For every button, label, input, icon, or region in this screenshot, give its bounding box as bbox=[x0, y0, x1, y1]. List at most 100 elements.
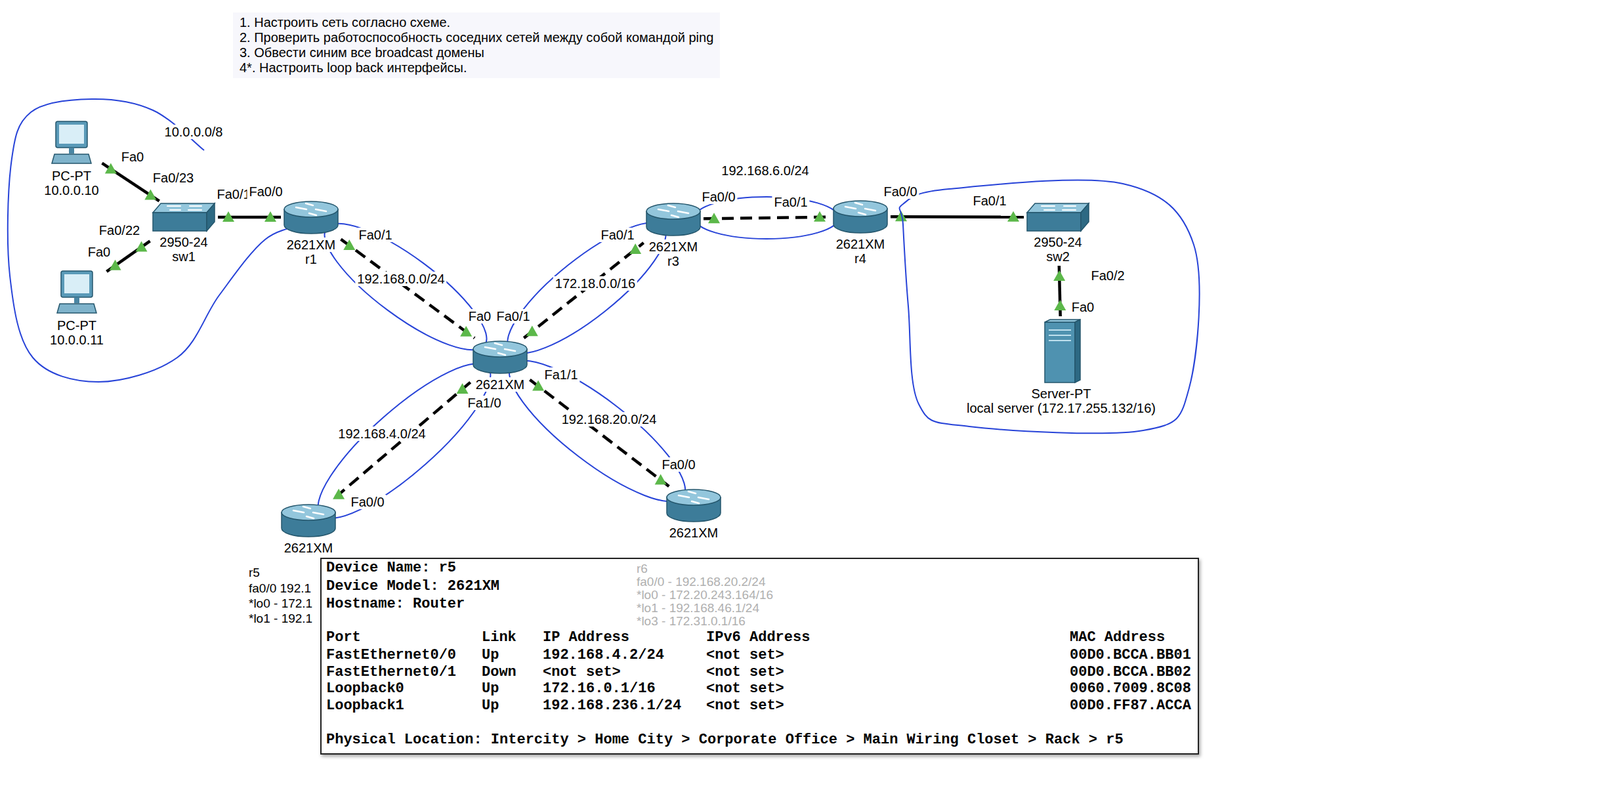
network-address: 192.168.4.0/24 bbox=[336, 426, 428, 442]
pc-base bbox=[51, 154, 92, 164]
link-light bbox=[460, 326, 472, 337]
config-note: *lo0 - 172.20.243.164/16 bbox=[634, 588, 776, 602]
switch-side bbox=[206, 203, 215, 232]
link-light bbox=[708, 212, 720, 224]
device-label: 10.0.0.10 bbox=[42, 183, 100, 198]
link-light bbox=[135, 241, 148, 253]
info-line: Physical Location: Intercity > Home City… bbox=[326, 732, 1124, 749]
port-label: Fa0/1 bbox=[970, 193, 1009, 209]
info-line: Device Model: 2621XM bbox=[326, 578, 500, 595]
device-label: 2621XM bbox=[834, 236, 887, 252]
switch-top bbox=[152, 203, 215, 213]
port-label: Fa0/22 bbox=[97, 223, 142, 238]
domain-outline bbox=[309, 204, 503, 370]
config-note: r5 bbox=[246, 565, 262, 580]
table-cell: Up bbox=[481, 698, 499, 715]
device-label: PC-PT bbox=[50, 168, 93, 184]
device-label: local server (172.17.255.132/16) bbox=[965, 400, 1158, 416]
device-label: sw1 bbox=[170, 249, 197, 264]
switch-icon bbox=[151, 202, 216, 233]
network-address: 192.168.6.0/24 bbox=[719, 163, 811, 178]
table-cell: <not set> bbox=[706, 647, 785, 664]
network-device: 2621XMr4 bbox=[832, 198, 889, 266]
table-cell: 00D0.BCCA.BB01 bbox=[1069, 647, 1192, 664]
link-light bbox=[332, 488, 345, 500]
router-arrows bbox=[658, 205, 689, 218]
port-label: Fa0/1 bbox=[598, 227, 636, 243]
link-light bbox=[526, 325, 539, 337]
switch-top bbox=[1027, 203, 1089, 213]
table-cell: <not set> bbox=[706, 698, 785, 715]
table-header: MAC Address bbox=[1069, 630, 1165, 646]
router-top bbox=[833, 200, 888, 217]
config-note: *lo1 - 192.1 bbox=[246, 611, 315, 626]
network-device: 2621XMr1 bbox=[282, 199, 340, 267]
device-label-stack: 2621XMr3 bbox=[647, 239, 700, 269]
device-label: 2950-24 bbox=[1032, 234, 1083, 250]
monitor-frame bbox=[61, 271, 93, 298]
config-note: fa0/0 192.1 bbox=[246, 581, 314, 596]
port-label: Fa0/23 bbox=[150, 170, 196, 186]
router-arrows bbox=[845, 202, 876, 215]
device-label: 2950-24 bbox=[158, 234, 209, 250]
monitor-screen bbox=[64, 274, 90, 294]
port-label: Fa1/0 bbox=[465, 395, 503, 411]
monitor-screen bbox=[59, 124, 85, 144]
table-cell: Down bbox=[481, 664, 517, 681]
switch-front bbox=[152, 212, 207, 232]
router-icon bbox=[665, 487, 722, 524]
link-light bbox=[109, 259, 122, 271]
server-side bbox=[1074, 319, 1081, 383]
config-note: r6 bbox=[634, 561, 650, 576]
device-label: Server-PT bbox=[1029, 386, 1093, 401]
switch-icon bbox=[1025, 202, 1091, 233]
port-label: Fa0/0 bbox=[348, 494, 386, 510]
task-note: 1. Настроить сеть согласно схеме.2. Пров… bbox=[232, 12, 720, 79]
table-cell: 0060.7009.8C08 bbox=[1069, 681, 1192, 697]
table-cell: FastEthernet0/1 bbox=[326, 664, 457, 681]
straight-cable bbox=[106, 240, 150, 272]
table-cell: 00D0.FF87.ACCA bbox=[1069, 698, 1192, 715]
task-line: 4*. Настроить loop back интерфейсы. bbox=[239, 60, 714, 76]
port-label: Fa0/0 bbox=[659, 457, 697, 472]
task-line: 2. Проверить работоспособность соседних … bbox=[239, 30, 714, 46]
port-label: Fa0/0 bbox=[246, 184, 285, 199]
router-arrows bbox=[678, 491, 709, 504]
device-label: r3 bbox=[666, 253, 681, 269]
table-cell: Loopback0 bbox=[326, 681, 405, 697]
pc-base bbox=[57, 303, 97, 314]
table-header: IP Address bbox=[542, 630, 630, 646]
network-device: Server-PTlocal server (172.17.255.132/16… bbox=[965, 318, 1158, 416]
switch-arrows bbox=[1041, 206, 1076, 211]
router-icon bbox=[280, 502, 337, 539]
info-line: Hostname: Router bbox=[326, 596, 465, 613]
device-label-stack: 2621XMr4 bbox=[834, 236, 887, 266]
port-label: Fa0/2 bbox=[1088, 268, 1127, 283]
server-front bbox=[1044, 322, 1075, 383]
crossover-cable bbox=[523, 242, 644, 338]
device-label: 2621XM bbox=[282, 540, 335, 556]
device-label-stack: 2621XM bbox=[668, 525, 720, 541]
server-slots bbox=[1048, 330, 1072, 341]
table-cell: 00D0.BCCA.BB02 bbox=[1069, 664, 1192, 681]
domain-outline bbox=[7, 99, 307, 382]
config-note: *lo1 - 192.168.46.1/24 bbox=[634, 601, 762, 615]
domain-outline bbox=[899, 179, 1200, 434]
device-label-stack: 2950-24sw2 bbox=[1032, 234, 1083, 264]
network-device: 2950-24sw2 bbox=[1025, 202, 1091, 264]
device-label-stack: 2621XM bbox=[474, 377, 527, 392]
router-arrows bbox=[484, 343, 516, 356]
port-label: Fa0/0 bbox=[881, 184, 919, 199]
network-address: 10.0.0.0/8 bbox=[162, 124, 226, 140]
table-cell: 192.168.236.1/24 bbox=[542, 698, 682, 715]
network-device: 2950-24sw1 bbox=[151, 202, 216, 264]
link-light bbox=[1053, 270, 1066, 281]
router-top bbox=[473, 341, 527, 358]
link-light bbox=[264, 211, 277, 222]
straight-cable bbox=[890, 215, 1024, 219]
router-icon bbox=[471, 339, 529, 375]
pc-icon bbox=[50, 120, 93, 167]
table-cell: Up bbox=[481, 681, 499, 697]
link-light bbox=[654, 473, 667, 485]
